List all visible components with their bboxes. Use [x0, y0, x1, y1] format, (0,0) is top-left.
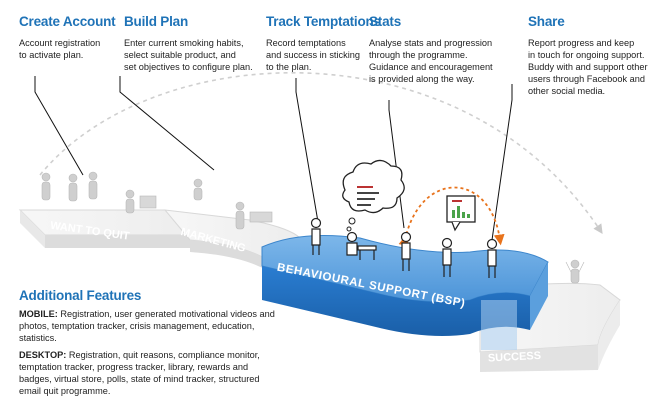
desktop-label: DESKTOP: — [19, 350, 67, 360]
step-title: Build Plan — [124, 14, 189, 29]
step-track-temptations: Track Temptations Record temptations and… — [266, 14, 381, 73]
desc-line: Report progress and keep — [528, 38, 635, 48]
additional-features-title: Additional Features — [19, 288, 142, 303]
step-title: Track Temptations — [266, 14, 381, 29]
desc-line: set objectives to configure plan. — [124, 62, 253, 72]
desktop-features: DESKTOP: Registration, quit reasons, com… — [19, 349, 279, 397]
desktop-text: Registration, quit reasons, compliance m… — [19, 350, 260, 396]
step-title: Share — [528, 14, 565, 29]
desc-line: and success in sticking — [266, 50, 360, 60]
step-description: Enter current smoking habits, select sui… — [124, 37, 253, 73]
desc-line: Record temptations — [266, 38, 346, 48]
desc-line: to activate plan. — [19, 50, 84, 60]
journey-arc — [39, 72, 603, 234]
desc-line: Guidance and encouragement — [369, 62, 493, 72]
faded-figures — [41, 171, 585, 284]
step-stats: Stats Analyse stats and progression thro… — [369, 14, 493, 85]
bsp-platform: BEHAVIOURAL SUPPORT (BSP) — [261, 234, 549, 350]
step-build-plan: Build Plan Enter current smoking habits,… — [124, 14, 253, 73]
desc-line: Analyse stats and progression — [369, 38, 493, 48]
success-label: SUCCESS — [488, 350, 542, 365]
thought-bubble-icon — [342, 159, 405, 232]
desc-line: users through Facebook and — [528, 74, 645, 84]
step-title: Create Account — [19, 14, 116, 29]
desc-line: in touch for ongoing support. — [528, 50, 645, 60]
desc-line: is provided along the way. — [369, 74, 475, 84]
desc-line: Enter current smoking habits, — [124, 38, 244, 48]
step-description: Analyse stats and progression through th… — [369, 37, 493, 85]
stats-bubble-icon — [446, 195, 476, 232]
desc-line: other social media. — [528, 86, 606, 96]
desc-line: Account registration — [19, 38, 101, 48]
want-to-quit-platform: WANT TO QUIT — [18, 209, 192, 248]
additional-features: Additional Features MOBILE: Registration… — [19, 288, 279, 397]
active-figures — [310, 217, 498, 278]
mobile-text: Registration, user generated motivationa… — [19, 309, 275, 343]
mobile-label: MOBILE: — [19, 309, 58, 319]
desc-line: Buddy with and support other — [528, 62, 648, 72]
step-description: Record temptations and success in sticki… — [266, 37, 381, 73]
step-title: Stats — [369, 14, 402, 29]
step-description: Report progress and keep in touch for on… — [528, 37, 648, 97]
mobile-features: MOBILE: Registration, user generated mot… — [19, 308, 279, 344]
desc-line: through the programme. — [369, 50, 468, 60]
desc-line: to the plan. — [266, 62, 312, 72]
step-description: Account registration to activate plan. — [19, 37, 115, 61]
desc-line: select suitable product, and — [124, 50, 236, 60]
step-share: Share Report progress and keep in touch … — [528, 14, 648, 97]
step-create-account: Create Account Account registration to a… — [19, 14, 116, 61]
